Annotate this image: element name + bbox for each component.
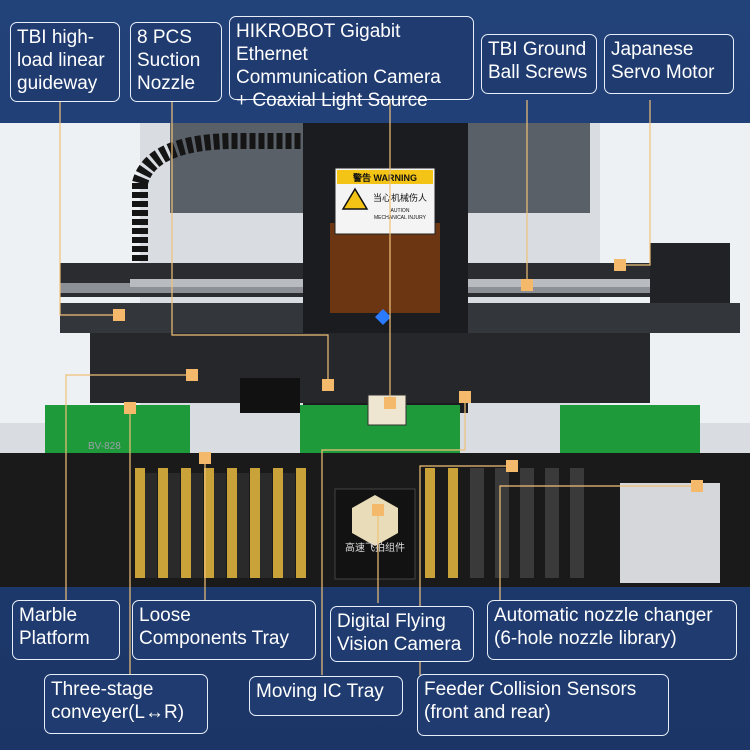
warning-title: 警告 WARNING <box>353 172 417 183</box>
label-feeder-collision-sensors: Feeder Collision Sensors (front and rear… <box>417 674 669 736</box>
label-nozzle-changer: Automatic nozzle changer (6-hole nozzle … <box>487 600 737 660</box>
model-label: BV-828 <box>88 441 121 452</box>
label-three-stage-conveyer: Three-stage conveyer(L↔R) <box>44 674 208 734</box>
label-hikrobot-camera: HIKROBOT Gigabit Ethernet Communication … <box>229 16 474 111</box>
label-servo-motor: Japanese Servo Motor <box>604 34 734 94</box>
warning-en-1: AUTION <box>391 208 410 214</box>
label-ball-screws: TBI Ground Ball Screws <box>481 34 597 94</box>
camera-module-text: 高速飞拍组件 <box>345 541 405 554</box>
label-moving-ic-tray: Moving IC Tray <box>249 676 403 716</box>
machine-photo: 警告 WARNING 当心机械伤人 AUTION MECHANICAL INJU… <box>0 123 750 587</box>
warning-cn: 当心机械伤人 <box>373 192 427 203</box>
label-loose-components-tray: Loose Components Tray <box>132 600 316 660</box>
label-flying-vision-camera: Digital Flying Vision Camera <box>330 606 474 662</box>
warning-en-2: MECHANICAL INJURY <box>374 215 427 221</box>
label-linear-guideway: TBI high- load linear guideway <box>10 22 120 102</box>
label-suction-nozzle: 8 PCS Suction Nozzle <box>130 22 222 102</box>
label-marble-platform: Marble Platform <box>12 600 120 660</box>
